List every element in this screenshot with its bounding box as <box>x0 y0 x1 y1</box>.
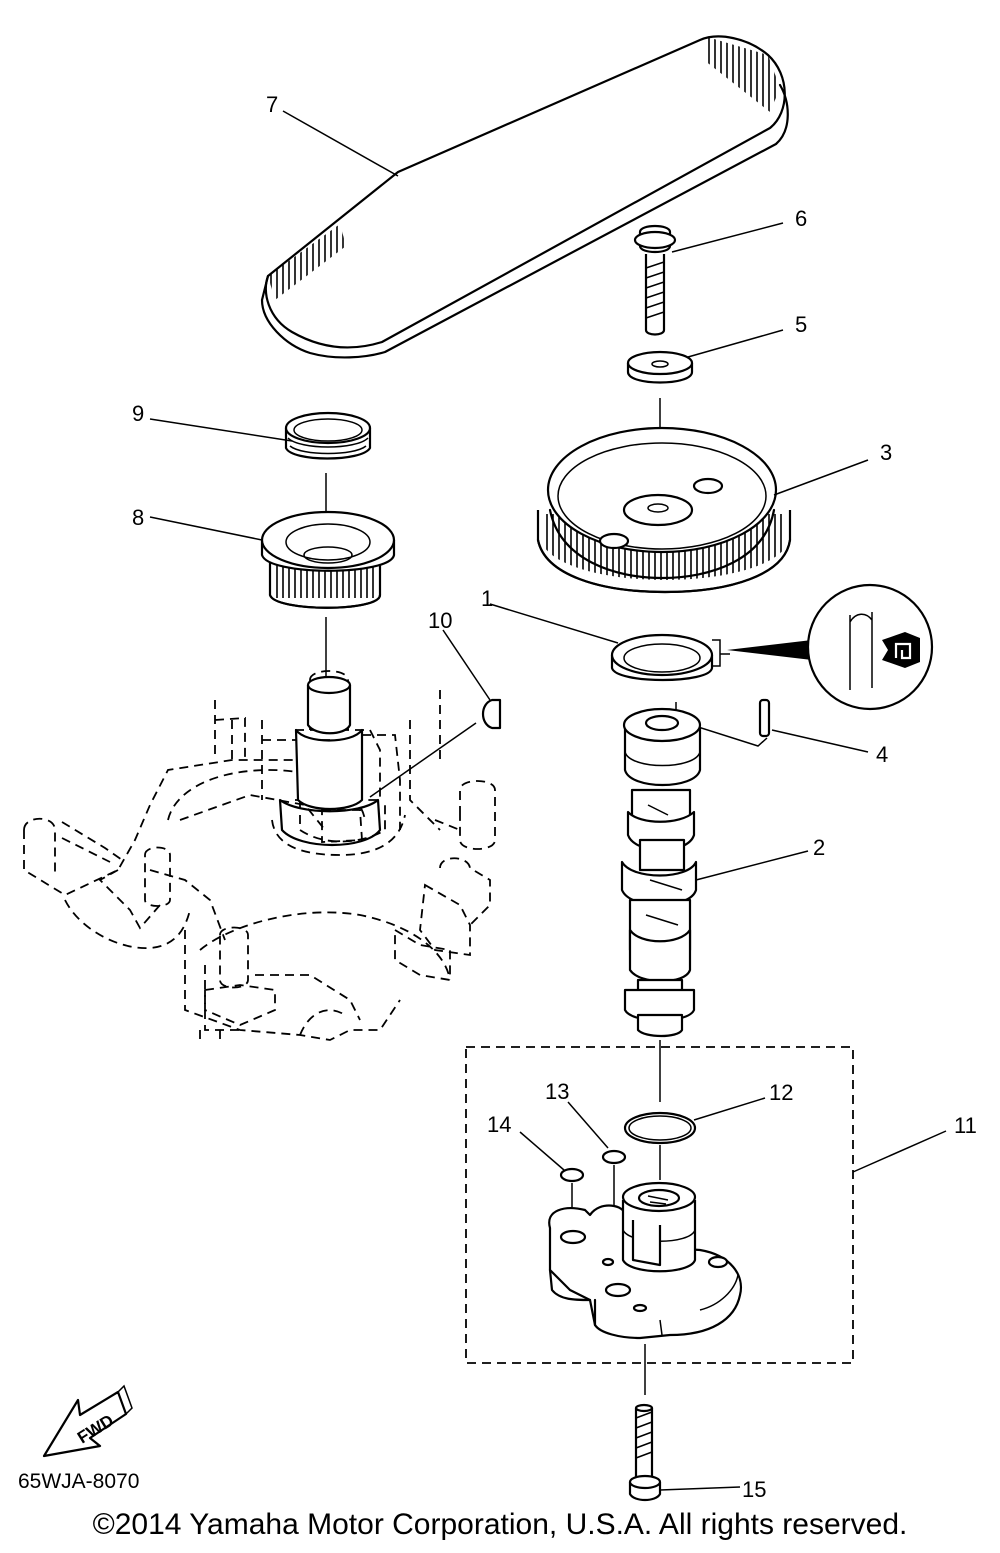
camshaft-2 <box>620 707 702 1038</box>
callout-13: 13 <box>545 1079 569 1104</box>
callout-8: 8 <box>132 505 144 530</box>
oil-seal-1 <box>610 633 721 682</box>
o-ring-12 <box>623 1111 697 1145</box>
callout-2: 2 <box>813 835 825 860</box>
callout-5: 5 <box>795 312 807 337</box>
dowel-pin-4 <box>758 698 771 738</box>
drawing-code: 65WJA-8070 <box>18 1470 139 1493</box>
callout-15: 15 <box>742 1477 766 1502</box>
copyright-notice: ©2014 Yamaha Motor Corporation, U.S.A. A… <box>92 1508 908 1541</box>
o-ring-13 <box>601 1149 627 1165</box>
callout-14: 14 <box>487 1112 511 1137</box>
callout-1: 1 <box>481 586 493 611</box>
oil-pump-assembly-box <box>465 1046 854 1364</box>
washer-5 <box>626 350 694 384</box>
callout-11: 11 <box>954 1113 977 1138</box>
cylinder-block-phantom <box>23 670 496 1045</box>
callout-4: 4 <box>876 742 888 767</box>
o-ring-14 <box>559 1167 585 1183</box>
crankshaft-end <box>278 675 382 846</box>
callout-9: 9 <box>132 401 144 426</box>
fwd-arrow-icon: FWD <box>42 1384 133 1458</box>
callout-12: 12 <box>769 1080 793 1105</box>
callout-3: 3 <box>880 440 892 465</box>
callout-10: 10 <box>428 608 452 633</box>
oil-pump-body <box>548 1181 743 1340</box>
callout-6: 6 <box>795 206 807 231</box>
bolt-15 <box>628 1403 662 1502</box>
leader-lines <box>149 110 947 1491</box>
bolt-6 <box>633 224 677 336</box>
woodruff-key-10 <box>481 698 502 730</box>
drive-sprocket-8 <box>260 510 396 609</box>
callout-7: 7 <box>266 92 278 117</box>
grease-callout <box>720 583 934 711</box>
timing-belt <box>260 35 789 359</box>
cam-pulley-3 <box>536 426 792 594</box>
seal-9 <box>284 411 372 460</box>
